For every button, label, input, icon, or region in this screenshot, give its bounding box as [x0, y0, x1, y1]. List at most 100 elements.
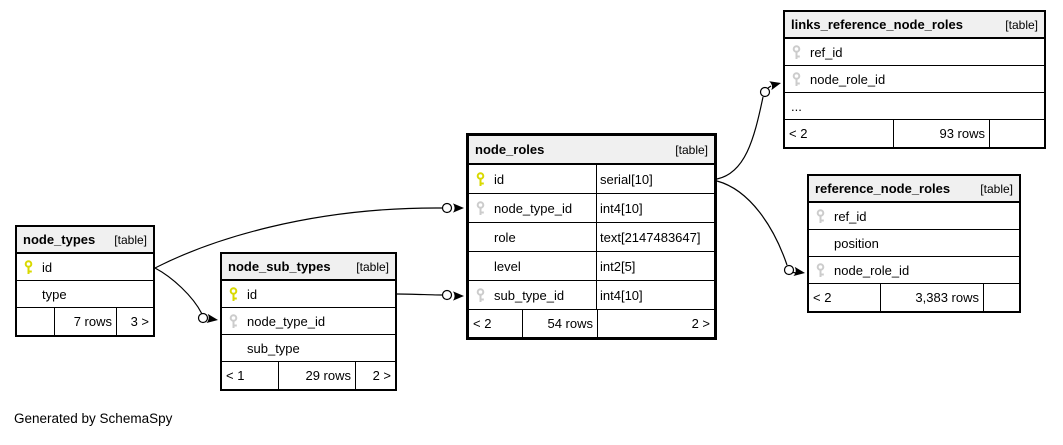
foreign-key-icon [228, 313, 239, 329]
column-name: node_type_id [247, 313, 326, 329]
foreign-key-icon [791, 71, 802, 87]
table-footer: < 1 29 rows 2 > [222, 362, 395, 389]
arrowhead-icon [453, 203, 464, 213]
column-row-ref-id: ref_id [785, 39, 1044, 66]
table-header: reference_node_roles [table] [809, 176, 1019, 203]
connector-circle [783, 264, 795, 276]
column-name: node_role_id [834, 262, 910, 278]
column-row-level: level int2[5] [469, 252, 714, 281]
column-row-id: id serial[10] [469, 165, 714, 194]
column-name: node_role_id [810, 71, 886, 87]
column-row-position: position [809, 230, 1019, 257]
column-row-ref-id: ref_id [809, 203, 1019, 230]
column-row-sub-type-id: sub_type_id int4[10] [469, 281, 714, 310]
left-relations-indicator [17, 308, 54, 335]
column-name: sub_type_id [494, 287, 565, 303]
column-name: id [247, 286, 258, 302]
primary-key-icon [475, 171, 486, 187]
foreign-key-icon [475, 200, 486, 216]
connector-circle [441, 202, 453, 214]
left-relations-indicator: < 2 [813, 290, 832, 305]
table-node-sub-types[interactable]: node_sub_types [table] id node_type_id s… [220, 252, 397, 391]
column-name: ref_id [834, 208, 867, 224]
arrowhead-icon [769, 81, 781, 91]
foreign-key-icon [815, 262, 826, 278]
table-links-reference-node-roles[interactable]: links_reference_node_roles [table] ref_i… [783, 10, 1046, 149]
arrowhead-icon [206, 313, 218, 324]
primary-key-icon [228, 286, 239, 302]
relationship-line-node-roles-to-links-reference-node-roles [716, 85, 772, 180]
table-name: node_types [23, 232, 96, 247]
table-type-tag: [table] [980, 181, 1013, 196]
relationship-line-node-roles-to-reference-node-roles [716, 180, 797, 274]
table-node-types[interactable]: node_types [table] id type 7 rows 3 > [15, 225, 155, 337]
column-row-sub-type: sub_type [222, 335, 395, 362]
column-row-role: role text[2147483647] [469, 223, 714, 252]
row-count: 29 rows [278, 362, 355, 389]
table-footer: < 2 93 rows [785, 120, 1044, 147]
arrowhead-icon [793, 266, 805, 277]
left-relations-indicator: < 2 [473, 316, 492, 331]
row-count: 93 rows [893, 120, 989, 147]
column-name: type [42, 286, 67, 302]
right-relations-indicator [989, 120, 1044, 147]
right-relations-indicator: 2 > [355, 362, 395, 389]
table-header: node_sub_types [table] [222, 254, 395, 281]
column-row-id: id [17, 254, 153, 281]
row-count: 7 rows [54, 308, 116, 335]
row-count: 54 rows [522, 310, 597, 337]
foreign-key-icon [475, 287, 486, 303]
column-name: level [494, 258, 521, 274]
left-relations-indicator: < 1 [226, 368, 245, 383]
column-row-ellipsis: ... [785, 93, 1044, 120]
column-name: ... [791, 98, 802, 114]
table-type-tag: [table] [675, 142, 708, 157]
column-row-node-role-id: node_role_id [785, 66, 1044, 93]
row-count: 3,383 rows [880, 284, 983, 311]
table-footer: < 2 3,383 rows [809, 284, 1019, 311]
column-name: id [494, 171, 505, 187]
table-footer: 7 rows 3 > [17, 308, 153, 335]
column-row-id: id [222, 281, 395, 308]
table-name: reference_node_roles [815, 181, 951, 196]
arrowhead-icon [453, 291, 464, 301]
column-name: node_type_id [494, 200, 573, 216]
column-row-node-role-id: node_role_id [809, 257, 1019, 284]
table-name: node_sub_types [228, 259, 331, 274]
right-relations-indicator: 2 > [597, 310, 714, 337]
column-name: id [42, 259, 53, 275]
column-type: text[2147483647] [600, 229, 701, 245]
column-name: role [494, 229, 516, 245]
table-header: links_reference_node_roles [table] [785, 12, 1044, 39]
primary-key-icon [23, 259, 34, 275]
column-name: position [834, 235, 879, 251]
right-relations-indicator: 3 > [116, 308, 153, 335]
table-reference-node-roles[interactable]: reference_node_roles [table] ref_id posi… [807, 174, 1021, 313]
column-type: int4[10] [600, 287, 643, 303]
column-type: serial[10] [600, 171, 653, 187]
column-name: ref_id [810, 44, 843, 60]
table-footer: < 2 54 rows 2 > [469, 310, 714, 337]
column-type: int4[10] [600, 200, 643, 216]
column-row-type: type [17, 281, 153, 308]
table-type-tag: [table] [1005, 17, 1038, 32]
table-type-tag: [table] [356, 259, 389, 274]
connector-circle [441, 289, 453, 301]
column-name: sub_type [247, 340, 300, 356]
relationship-line-node-types-to-node-sub-types [154, 267, 203, 315]
right-relations-indicator [983, 284, 1019, 311]
foreign-key-icon [791, 44, 802, 60]
connector-circle [197, 312, 209, 324]
connector-circle [759, 86, 771, 98]
table-header: node_types [table] [17, 227, 153, 254]
table-node-roles[interactable]: node_roles [table] id serial[10] node_ty… [466, 133, 717, 340]
left-relations-indicator: < 2 [789, 126, 808, 141]
relationship-line-node-sub-types-to-node-roles [396, 293, 443, 296]
table-name: node_roles [475, 142, 545, 157]
generated-by-caption: Generated by SchemaSpy [14, 411, 173, 426]
table-type-tag: [table] [114, 232, 147, 247]
foreign-key-icon [815, 208, 826, 224]
column-type: int2[5] [600, 258, 636, 274]
table-header: node_roles [table] [469, 136, 714, 165]
